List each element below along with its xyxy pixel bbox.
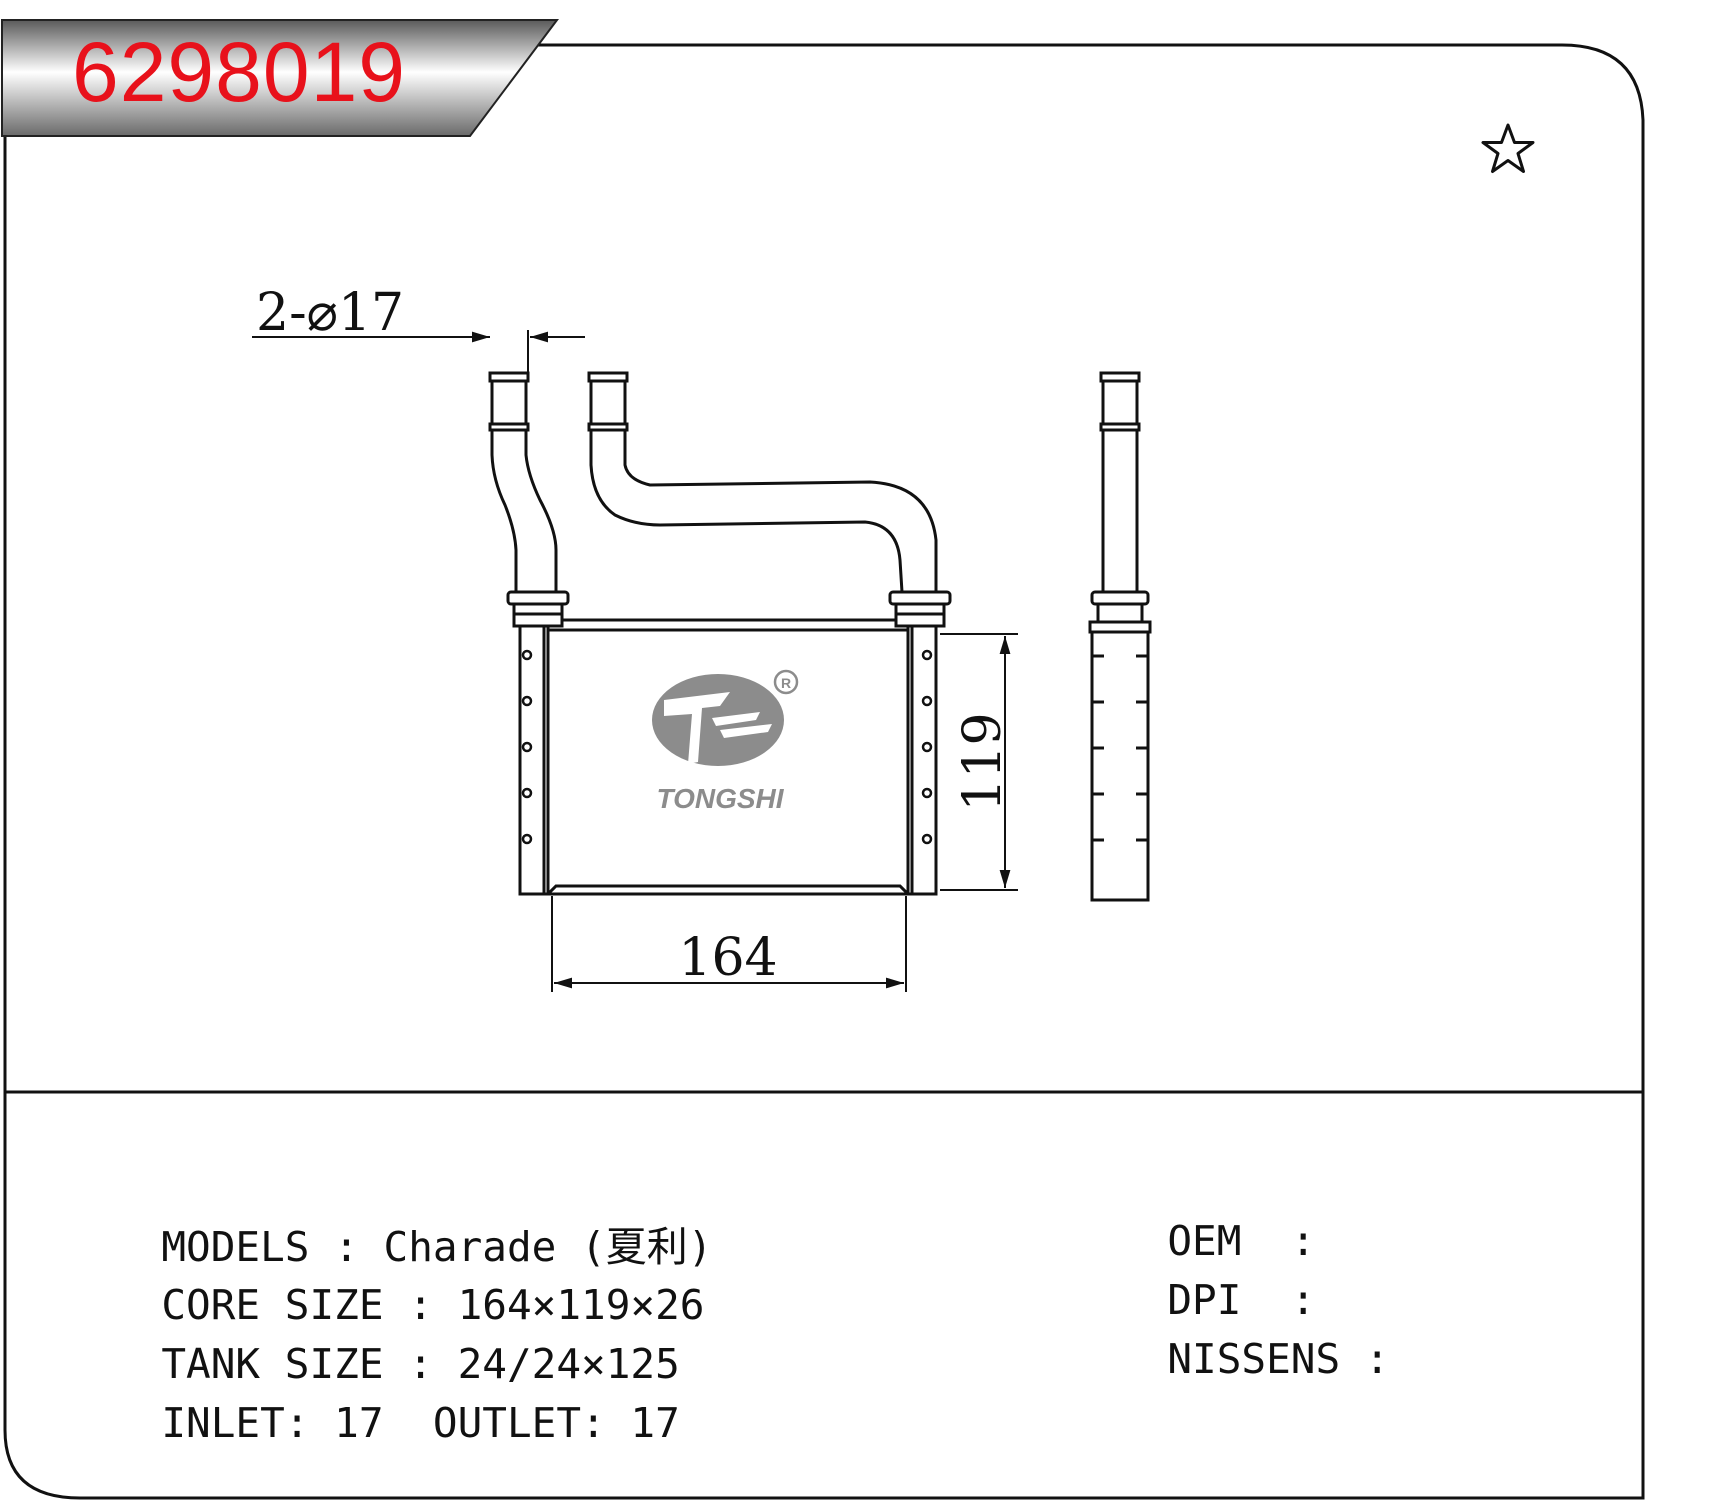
tank-size-value: 24/24×125 bbox=[457, 1340, 680, 1388]
tank-size-label: TANK SIZE bbox=[161, 1340, 384, 1388]
tank-size-row: TANK SIZE : 24/24×125 bbox=[112, 1303, 680, 1388]
tongshi-logo: R TONGSHI bbox=[652, 669, 799, 814]
pipe-diameter-label: 2-⌀17 bbox=[256, 283, 404, 343]
inlet-value: 17 bbox=[334, 1399, 384, 1447]
oem-row: OEM : bbox=[1118, 1180, 1316, 1265]
brand-wordmark: TONGSHI bbox=[656, 783, 784, 814]
header-band bbox=[1, 19, 559, 137]
right-pipe bbox=[587, 371, 938, 593]
side-view bbox=[1088, 371, 1152, 902]
outlet-label: OUTLET: bbox=[432, 1399, 606, 1447]
models-sep: : bbox=[334, 1223, 359, 1271]
pipe-fittings bbox=[506, 590, 952, 616]
core-size-label: CORE SIZE bbox=[161, 1281, 384, 1329]
core-size-row: CORE SIZE : 164×119×26 bbox=[112, 1244, 704, 1326]
models-label: MODELS bbox=[161, 1223, 310, 1271]
outlet-value: 17 bbox=[630, 1399, 680, 1447]
svg-text:R: R bbox=[781, 675, 791, 691]
height-dimension bbox=[940, 633, 1018, 891]
oem-sep: : bbox=[1290, 1217, 1316, 1265]
nissens-sep: : bbox=[1364, 1335, 1390, 1383]
tank-holes bbox=[521, 649, 933, 845]
nissens-row: NISSENS : bbox=[1118, 1298, 1390, 1383]
core-size-value: 164×119×26 bbox=[457, 1281, 705, 1329]
tank-size-sep: : bbox=[408, 1340, 433, 1388]
inlet-outlet-row: INLET: 17 OUTLET: 17 bbox=[112, 1362, 680, 1447]
inlet-label: INLET: bbox=[161, 1399, 310, 1447]
dpi-sep: : bbox=[1290, 1276, 1316, 1324]
core-size-sep: : bbox=[408, 1281, 433, 1329]
nissens-label: NISSENS bbox=[1167, 1335, 1341, 1383]
models-row: MODELS : Charade (夏利) bbox=[112, 1186, 712, 1268]
star-outline-icon[interactable] bbox=[1478, 120, 1538, 180]
left-pipe bbox=[488, 371, 558, 592]
height-label: 119 bbox=[953, 712, 1013, 811]
outer-frame bbox=[3, 43, 1645, 1500]
width-label: 164 bbox=[678, 928, 777, 988]
oem-label: OEM bbox=[1167, 1217, 1242, 1265]
heater-core bbox=[512, 612, 946, 896]
dpi-label: DPI bbox=[1167, 1276, 1242, 1324]
width-dimension bbox=[551, 896, 907, 992]
dpi-row: DPI : bbox=[1118, 1239, 1316, 1324]
models-value: Charade (夏利) bbox=[383, 1223, 713, 1271]
part-number: 6298019 bbox=[72, 25, 407, 119]
